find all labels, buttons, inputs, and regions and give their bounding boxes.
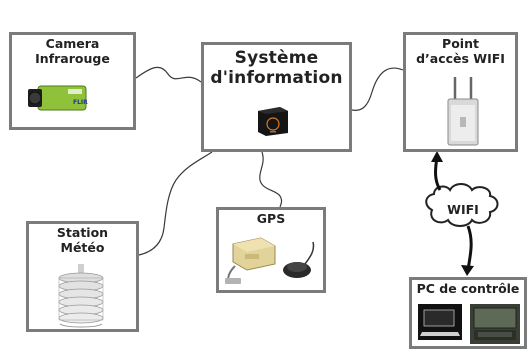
wifi-cloud-shape	[425, 183, 499, 227]
laptop-icon	[418, 304, 520, 344]
node-pc-controle: PC de contrôle	[409, 277, 527, 349]
wire-camera-systeme	[135, 66, 202, 83]
wifi-cloud-label: WIFI	[447, 202, 479, 217]
camera-label-line2: Infrarouge	[35, 50, 110, 66]
wifi-router-icon	[447, 77, 479, 146]
wire-systeme-gps	[259, 151, 283, 208]
gps-receiver-icon	[225, 237, 315, 284]
thermal-camera-icon: FLIR	[28, 85, 88, 111]
meteo-label-line1: Station	[56, 225, 109, 240]
svg-text:FLIR: FLIR	[73, 99, 88, 106]
node-systeme-information: Système d'information	[201, 42, 352, 152]
node-station-meteo: Station Météo	[26, 221, 139, 332]
arrow-cloud-to-pc	[466, 225, 473, 271]
gps-label: GPS	[256, 211, 286, 226]
systeme-label-line2: d'information	[210, 68, 343, 89]
mini-pc-icon	[258, 107, 288, 136]
meteo-label-line2: Météo	[60, 239, 105, 255]
pc-label: PC de contrôle	[416, 281, 520, 296]
wire-systeme-meteo	[138, 151, 213, 256]
weather-station-icon	[58, 264, 104, 328]
wire-systeme-wifi	[351, 67, 404, 111]
wifi-label-line1: Point	[442, 36, 479, 51]
node-gps: GPS	[216, 207, 326, 293]
camera-label-line1: Camera	[45, 36, 100, 51]
wifi-label-line2: d’accès WIFI	[416, 50, 505, 66]
arrowhead-wifi	[431, 151, 443, 162]
node-point-acces-wifi: Point d’accès WIFI	[403, 32, 518, 152]
systeme-label-line1: Système	[234, 48, 319, 68]
node-camera-infrarouge: Camera Infrarouge FLIR	[9, 32, 136, 130]
arrowhead-pc	[461, 265, 474, 276]
